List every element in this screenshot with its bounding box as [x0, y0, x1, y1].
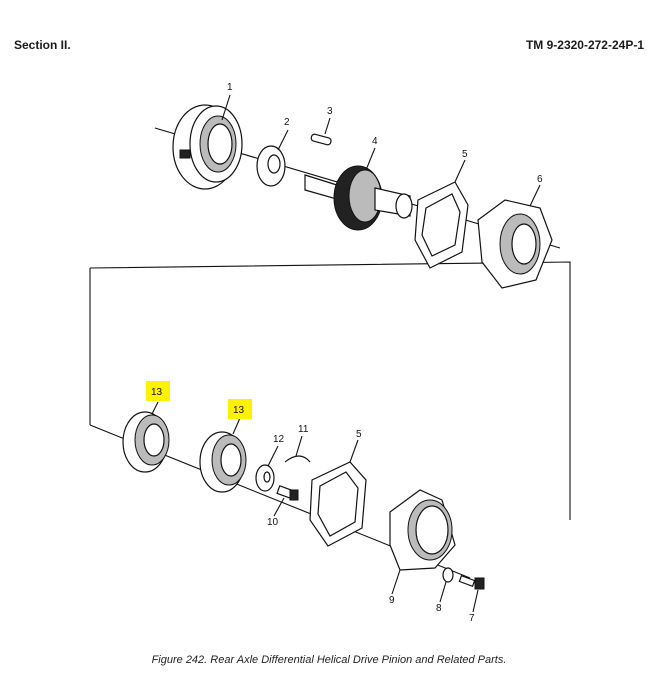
part-6-housing [477, 199, 553, 289]
part-12-washer [255, 464, 275, 492]
callout-11: 11 [298, 424, 309, 435]
callout-13: 13 [151, 387, 163, 398]
part-8-washer [442, 567, 454, 583]
callout-10: 10 [267, 517, 279, 528]
part-2-washer [256, 145, 286, 187]
callout-13: 13 [233, 405, 245, 416]
highlight-box [146, 381, 170, 401]
callout-6: 6 [537, 174, 543, 185]
callout-9: 9 [389, 595, 395, 606]
callout-4: 4 [372, 136, 378, 147]
part-1-bearing [172, 104, 243, 190]
callout-12: 12 [273, 434, 285, 445]
part-5-gasket-bottom [309, 461, 367, 547]
part-11-wire [284, 455, 311, 463]
callout-1: 1 [227, 82, 233, 93]
part-3-key [310, 133, 332, 146]
highlight-box [228, 399, 252, 419]
part-7-bolt [458, 575, 485, 590]
callout-2: 2 [284, 117, 290, 128]
part-10-bolt [276, 485, 299, 501]
connector-line [89, 261, 571, 520]
callout-3: 3 [327, 106, 333, 117]
callout-5: 5 [356, 429, 362, 440]
leader-lines [151, 94, 541, 613]
part-4-pinion-gear [304, 165, 413, 231]
manual-number: TM 9-2320-272-24P-1 [525, 38, 644, 52]
part-9-cover [389, 489, 456, 571]
figure-caption: Figure 242. Rear Axle Differential Helic… [151, 654, 507, 666]
callout-5: 5 [462, 149, 468, 160]
part-13-bearing-left [122, 411, 170, 473]
part-5-gasket-top [414, 181, 469, 269]
part-13-bearing-right [199, 431, 247, 493]
callout-8: 8 [436, 603, 442, 614]
section-title: Section II. [14, 38, 71, 52]
callout-7: 7 [469, 613, 475, 624]
